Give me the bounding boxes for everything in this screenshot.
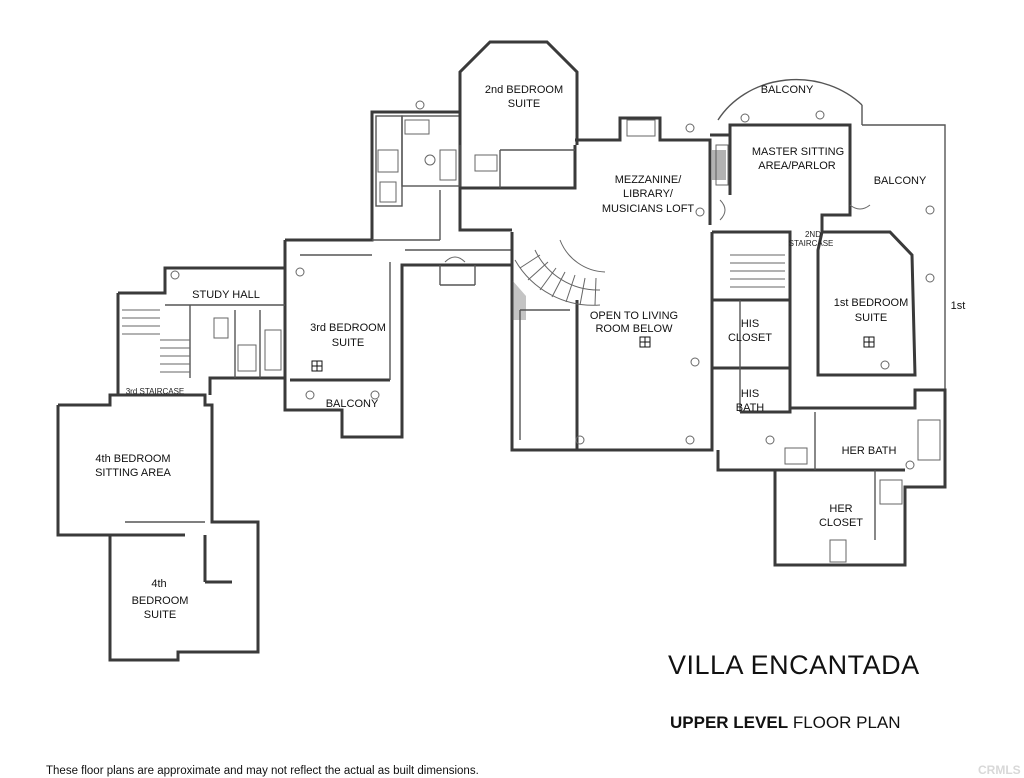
room-labels: 2nd BEDROOM SUITE BALCONY MASTER SITTING… <box>95 84 965 621</box>
label-his-closet-line1: HIS <box>741 318 759 330</box>
watermark: CRMLS <box>978 763 1021 777</box>
open-living-walls <box>510 232 714 452</box>
label-mezzanine-line1: MEZZANINE/ <box>615 174 683 186</box>
plan-subtitle: UPPER LEVEL FLOOR PLAN <box>670 713 901 733</box>
master-sitting-walls <box>710 78 946 300</box>
plan-subtitle-bold: UPPER LEVEL <box>670 713 789 732</box>
label-staircase2-line2: STAIRCASE <box>789 239 834 248</box>
label-bedroom4-sitting-line1: 4th BEDROOM <box>95 453 170 465</box>
label-bedroom4-line1: 4th <box>151 578 166 590</box>
plan-subtitle-rest: FLOOR PLAN <box>788 713 901 732</box>
label-open-living-line1: OPEN TO LIVING <box>590 310 678 322</box>
label-study-hall: STUDY HALL <box>192 289 260 301</box>
label-bedroom1-line2: SUITE <box>855 312 887 324</box>
label-bedroom4-sitting-line2: SITTING AREA <box>95 467 171 479</box>
label-bedroom2-line2: SUITE <box>508 98 540 110</box>
label-her-closet-line2: CLOSET <box>819 517 863 529</box>
mezzanine-walls <box>405 116 712 286</box>
label-staircase3: 3rd STAIRCASE <box>126 387 185 396</box>
label-his-closet-line2: CLOSET <box>728 332 772 344</box>
label-balcony-mid: BALCONY <box>326 398 379 410</box>
label-first-tag: 1st <box>951 300 966 312</box>
bedroom2-walls <box>458 40 579 190</box>
label-open-living-line2: ROOM BELOW <box>595 323 673 335</box>
label-her-bath: HER BATH <box>842 445 897 457</box>
plan-disclaimer: These floor plans are approximate and ma… <box>46 765 479 777</box>
bedroom1-walls <box>816 230 946 400</box>
label-his-bath-line2: BATH <box>736 402 765 414</box>
label-master-sitting-line2: AREA/PARLOR <box>758 160 835 172</box>
label-bedroom1-line1: 1st BEDROOM <box>834 297 909 309</box>
label-her-closet-line1: HER <box>829 503 852 515</box>
label-bedroom4-line2: BEDROOM <box>132 595 189 607</box>
label-balcony-top: BALCONY <box>761 84 814 96</box>
detail-symbols <box>170 100 935 470</box>
label-bedroom3-line1: 3rd BEDROOM <box>310 322 386 334</box>
study-hall-walls <box>116 266 287 395</box>
label-bedroom3-line2: SUITE <box>332 337 364 349</box>
her-suite-walls <box>716 388 947 567</box>
label-staircase2-line1: 2ND <box>805 230 821 239</box>
his-suite-walls <box>712 230 792 414</box>
plan-title: VILLA ENCANTADA <box>668 650 920 680</box>
label-mezzanine-line3: MUSICIANS LOFT <box>602 203 695 215</box>
label-bedroom2-line1: 2nd BEDROOM <box>485 84 563 96</box>
label-mezzanine-line2: LIBRARY/ <box>623 188 674 200</box>
label-balcony-right: BALCONY <box>874 175 927 187</box>
bedroom4-wing-walls <box>56 393 260 662</box>
label-bedroom4-line3: SUITE <box>144 609 176 621</box>
label-his-bath-line1: HIS <box>741 388 759 400</box>
bath-cluster-walls <box>375 115 461 207</box>
label-master-sitting-line1: MASTER SITTING <box>752 146 844 158</box>
